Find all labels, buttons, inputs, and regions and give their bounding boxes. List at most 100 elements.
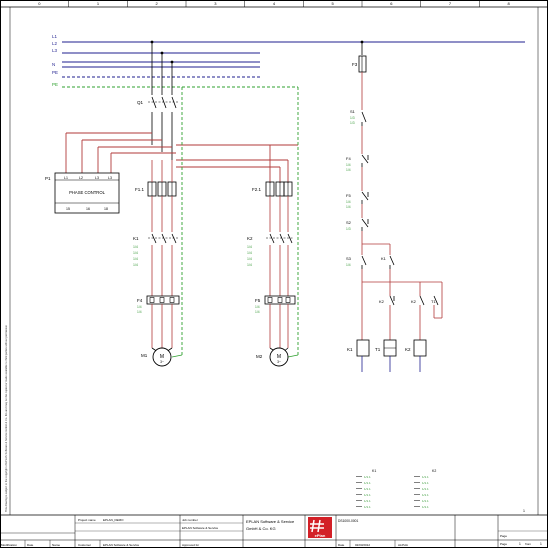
m1-phase: 3~ (160, 360, 164, 364)
tb-project-label: Project name (78, 518, 96, 522)
tb-page-total: 1 (540, 542, 542, 546)
m2-phase: 3~ (277, 360, 281, 364)
contact-k2-t1: K2 T1 (411, 295, 439, 306)
xref-row: 1/1.1 (422, 499, 429, 503)
xref-row: 1/1.1 (422, 487, 429, 491)
s2-tag: S2 (346, 220, 352, 225)
k1-ref-1: 1/4 (133, 245, 138, 249)
main-switch-tag: Q1 (137, 100, 144, 105)
motor-m1: M 3~ M1 (141, 347, 172, 367)
contactor-k1: K1 1/4 1/4 1/4 1/4 (133, 233, 178, 267)
control-fuse-tag: F3 (352, 62, 358, 67)
eplan-logo-text: ePlan (315, 533, 326, 538)
bus-label-3: L3 (52, 48, 58, 53)
cf4-ref-2: 1/4 (346, 168, 351, 172)
m2-symbol: M (277, 354, 281, 360)
fuse-f2-tag: F2.1 (252, 187, 262, 192)
tb-approved-label: Approved for (182, 543, 199, 547)
tb-date2-value: 02/03/2012 (355, 543, 370, 547)
xref-row: 1/1.1 (422, 475, 429, 479)
xref-row: 1/1.1 (364, 481, 371, 485)
cf5-tag: F5 (346, 193, 351, 198)
interlock-k2: K2 (379, 295, 395, 306)
tb-job-label: Job number (182, 518, 198, 522)
tb-customer-top: EPLAN Software & Service (182, 526, 219, 530)
xref-row: 1/1.1 (364, 487, 371, 491)
s1-ref-1: 1/3 (350, 116, 355, 120)
bus-label-6: PE (52, 82, 58, 87)
switch-s1: S1 1/3 1/3 (350, 109, 367, 126)
f4-tag: F4 (137, 298, 143, 303)
f4-ref-2: 1/4 (137, 310, 142, 314)
bus-label-4: N (52, 62, 55, 67)
k1-ref-2: 1/4 (133, 251, 138, 255)
xref-right-tag: K2 (432, 469, 436, 473)
f5-tag: F5 (255, 298, 261, 303)
tb-company-line2: GmbH & Co. KG (246, 526, 276, 531)
coil-k2-tag: K2 (405, 347, 411, 352)
xref-row: 1/1.1 (364, 499, 371, 503)
xref-row: 1/1.1 (364, 505, 371, 509)
pc-output-1: 15 (66, 207, 70, 211)
main-switch: Q1 (137, 40, 178, 109)
column-number: 2 (156, 1, 159, 6)
column-number: 5 (332, 1, 335, 6)
feed-wires (65, 87, 299, 355)
eplan-logo-icon: ePlan (308, 517, 332, 538)
circuit-1: F1.1 K1 1/4 1/4 1/4 1/4 F4 (133, 160, 183, 367)
bus-label-2: L2 (52, 41, 58, 46)
fuse-f1-tag: F1.1 (135, 187, 145, 192)
k1-ref-3: 1/4 (133, 257, 138, 261)
pc-input-4: L3 (108, 176, 112, 180)
overload-f4: F4 1/4 1/4 (137, 295, 180, 314)
k1-ref-4: 1/4 (133, 263, 138, 267)
xref-row: 1/1.1 (364, 493, 371, 497)
tb-page-of: from (525, 542, 532, 546)
tb-page-value: 1 (519, 542, 521, 546)
f4-ref-1: 1/4 (137, 305, 142, 309)
switch-s3: S3 1/4 (346, 255, 367, 269)
column-number: 1 (97, 1, 100, 6)
side-copyright: This drawing is subject to the copyright… (4, 324, 8, 512)
m1-tag: M1 (141, 353, 148, 358)
xref-table-right: K2 1/1.11/1.11/1.11/1.11/1.11/1.1 (414, 469, 436, 509)
tb-date-label: Date (27, 543, 34, 547)
column-number: 6 (390, 1, 393, 6)
pc-input-1: L1 (64, 176, 68, 180)
tb-project-value: EPLAN_DEMO (103, 518, 124, 522)
tb-page-label2: Page (500, 542, 507, 546)
title-block: Project name EPLAN_DEMO Job number EPLAN… (0, 514, 548, 548)
k1-tag: K1 (133, 236, 139, 241)
s3-ref-1: 1/4 (346, 263, 351, 267)
m1-symbol: M (160, 354, 164, 360)
s2-ref-1: 1/3 (346, 227, 351, 231)
m2-tag: M2 (256, 354, 263, 359)
s1-tag: S1 (350, 109, 356, 114)
tb-date2-label: Date (338, 543, 345, 547)
xref-row: 1/1.1 (422, 481, 429, 485)
tb-customer-value: EPLAN Software & Service (103, 543, 140, 547)
column-number: 3 (214, 1, 217, 6)
pc-output-3: 18 (104, 207, 108, 211)
coil-t1-tag: T1 (375, 347, 381, 352)
xref-row: 1/1.1 (422, 493, 429, 497)
interlock-k2-tag: K2 (379, 299, 385, 304)
tb-name-label: Name (52, 543, 60, 547)
coil-k1-tag: K1 (347, 347, 353, 352)
tb-page-label: Page (500, 534, 507, 538)
xref-table-left: K1 1/1.11/1.11/1.11/1.11/1.11/1.1 (356, 469, 376, 509)
cf4-ref-1: 1/4 (346, 163, 351, 167)
column-number: 8 (508, 1, 511, 6)
column-number: 7 (449, 1, 452, 6)
switch-s2: S2 1/3 (346, 218, 369, 231)
s1-ref-2: 1/3 (350, 121, 355, 125)
bus-label-5: PE (52, 70, 58, 75)
cf5-ref-1: 1/4 (346, 200, 351, 204)
k2-ref-1: 1/4 (247, 245, 252, 249)
xref-left-tag: K1 (372, 469, 376, 473)
tb-company-line1: EPLAN Software & Service (246, 519, 295, 524)
k2-ref-2: 1/4 (247, 251, 252, 255)
tb-mod-label: Modification (1, 543, 17, 547)
